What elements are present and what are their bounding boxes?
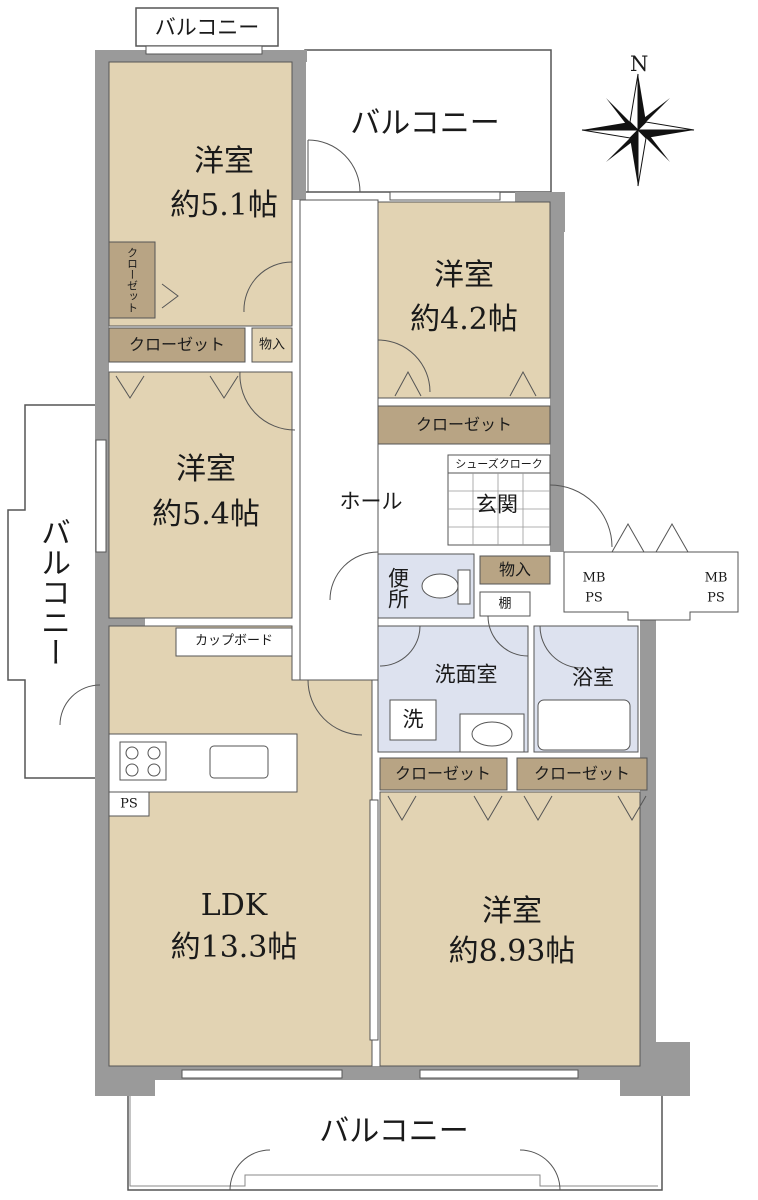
burner-icon: [147, 763, 161, 777]
shelf-box: [479, 591, 531, 617]
storage-2: [479, 555, 551, 585]
room-western-1-name: 洋室: [194, 144, 254, 179]
room-western-4: [379, 791, 641, 1067]
bathtub: [537, 699, 631, 751]
sink-icon: [209, 745, 269, 779]
closet-2: [377, 405, 551, 445]
closet-2-label: クローゼット: [415, 415, 513, 434]
wall-top-mid: [292, 50, 306, 200]
closet-door-marks: [115, 283, 689, 821]
wall-left: [95, 50, 109, 1080]
room-ldk-name: LDK: [200, 888, 268, 923]
balcony-left-label: バルコニー: [35, 517, 70, 667]
cupboard-label: カップボード: [194, 633, 274, 649]
closet-4-label: クローゼット: [533, 764, 631, 783]
closet-4: [516, 757, 648, 791]
toilet-tank: [457, 569, 471, 605]
stove-icon: [119, 741, 167, 781]
room-western-2: [377, 201, 551, 399]
toilet-bowl: [421, 573, 459, 599]
toilet-label: 便所: [385, 567, 410, 609]
mbps-2-line1: MB: [704, 570, 728, 586]
room-ldk-size: 約13.3帖: [170, 930, 298, 965]
room-western-2-name: 洋室: [434, 258, 494, 293]
ps-label: PS: [120, 796, 138, 812]
room-ldk: [108, 625, 373, 1067]
closet-small-vertical: [108, 241, 156, 319]
balcony-top-main-label: バルコニー: [350, 106, 500, 141]
storage-1: [251, 327, 293, 363]
storage-1-label: 物入: [258, 337, 286, 353]
burner-icon: [147, 746, 161, 760]
mbps-area: [563, 551, 739, 621]
washer-box: [389, 699, 437, 741]
balcony-left: [7, 404, 98, 779]
shoes-closet-label: シューズクローク: [455, 457, 543, 471]
hall-label: ホール: [339, 489, 403, 514]
storage-2-label: 物入: [498, 560, 532, 579]
washroom-label: 洗面室: [434, 662, 498, 687]
burner-icon: [125, 763, 139, 777]
entrance-label: 玄関: [476, 492, 518, 517]
burner-icon: [125, 746, 139, 760]
balcony-top-main: [304, 49, 552, 193]
balcony-bottom-inner: [129, 1085, 658, 1187]
closet-3-label: クローゼット: [394, 764, 492, 783]
balcony-top-small-label: バルコニー: [154, 15, 260, 40]
windows: [95, 45, 579, 1079]
cupboard-box: [175, 627, 293, 657]
closet-small-vertical-label: クローゼット: [125, 247, 139, 313]
compass-rose-icon: [581, 73, 695, 187]
shelf-label: 棚: [498, 596, 512, 612]
mbps-1-line2: PS: [585, 590, 603, 606]
room-western-1-size: 約5.1帖: [170, 188, 278, 223]
wall-right-lower: [640, 612, 656, 1052]
entrance-tile-floor: [447, 472, 551, 546]
compass-north-label: N: [630, 52, 649, 76]
wall-right-upper: [550, 192, 564, 552]
room-western-3-size: 約5.4帖: [152, 497, 260, 532]
balcony-top-small: [135, 7, 279, 47]
room-western-2-size: 約4.2帖: [410, 302, 518, 337]
room-western-3: [108, 371, 293, 619]
basin-bowl-icon: [471, 721, 513, 747]
room-western-4-name: 洋室: [482, 894, 542, 929]
mbps-2-line2: PS: [707, 590, 725, 606]
mbps-1-line1: MB: [582, 570, 606, 586]
bathroom-label: 浴室: [572, 665, 614, 690]
closet-3: [379, 757, 508, 791]
balcony-bottom: [127, 1082, 663, 1191]
closet-1-label: クローゼット: [128, 335, 226, 354]
hall-area: [299, 199, 379, 681]
room-western-3-name: 洋室: [176, 452, 236, 487]
room-western-4-size: 約8.93帖: [448, 934, 576, 969]
balcony-bottom-label: バルコニー: [319, 1114, 469, 1149]
closet-1: [108, 327, 246, 363]
washer-label: 洗: [402, 707, 424, 732]
door-swings: [59, 139, 613, 1191]
ps-box: [108, 791, 150, 817]
